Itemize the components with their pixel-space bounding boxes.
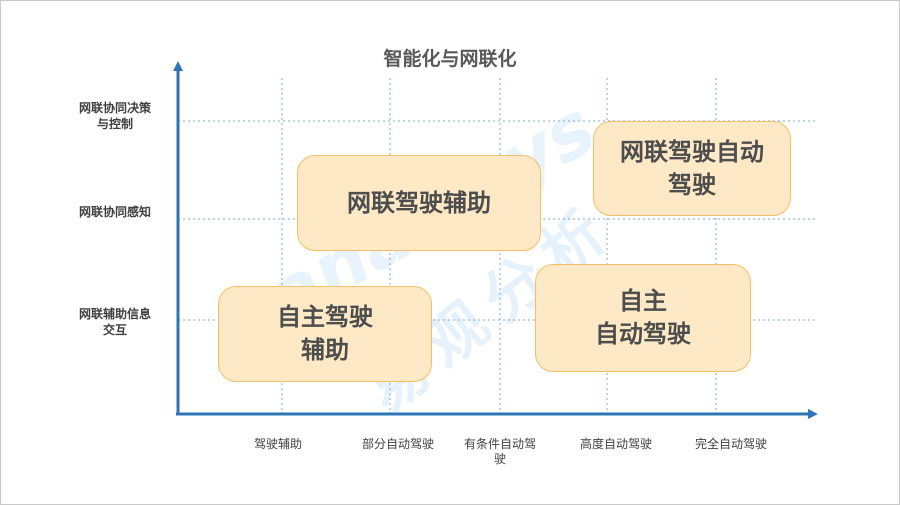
diagram-title: 智能化与网联化 <box>383 48 517 70</box>
box-autonomous-driving-assist: 自主驾驶 辅助 <box>218 286 432 382</box>
y-label-info-interaction: 网联辅助信息 交互 <box>78 307 151 337</box>
box-autonomous-automated-driving: 自主 自动驾驶 <box>535 264 751 372</box>
x-label-partial-automation: 部分自动驾驶 <box>361 437 434 451</box>
box-connected-driving-assist: 网联驾驶辅助 <box>297 155 541 251</box>
x-label-conditional-automation: 有条件自动驾 驶 <box>463 437 536 466</box>
x-label-driver-assist: 驾驶辅助 <box>253 437 302 451</box>
y-label-perception: 网联协同感知 <box>78 205 151 219</box>
box-connected-automated-driving: 网联驾驶自动 驾驶 <box>593 121 791 216</box>
x-label-high-automation: 高度自动驾驶 <box>579 437 652 451</box>
x-label-full-automation: 完全自动驾驶 <box>694 437 767 451</box>
y-label-decision-control: 网联协同决策 与控制 <box>78 101 151 131</box>
